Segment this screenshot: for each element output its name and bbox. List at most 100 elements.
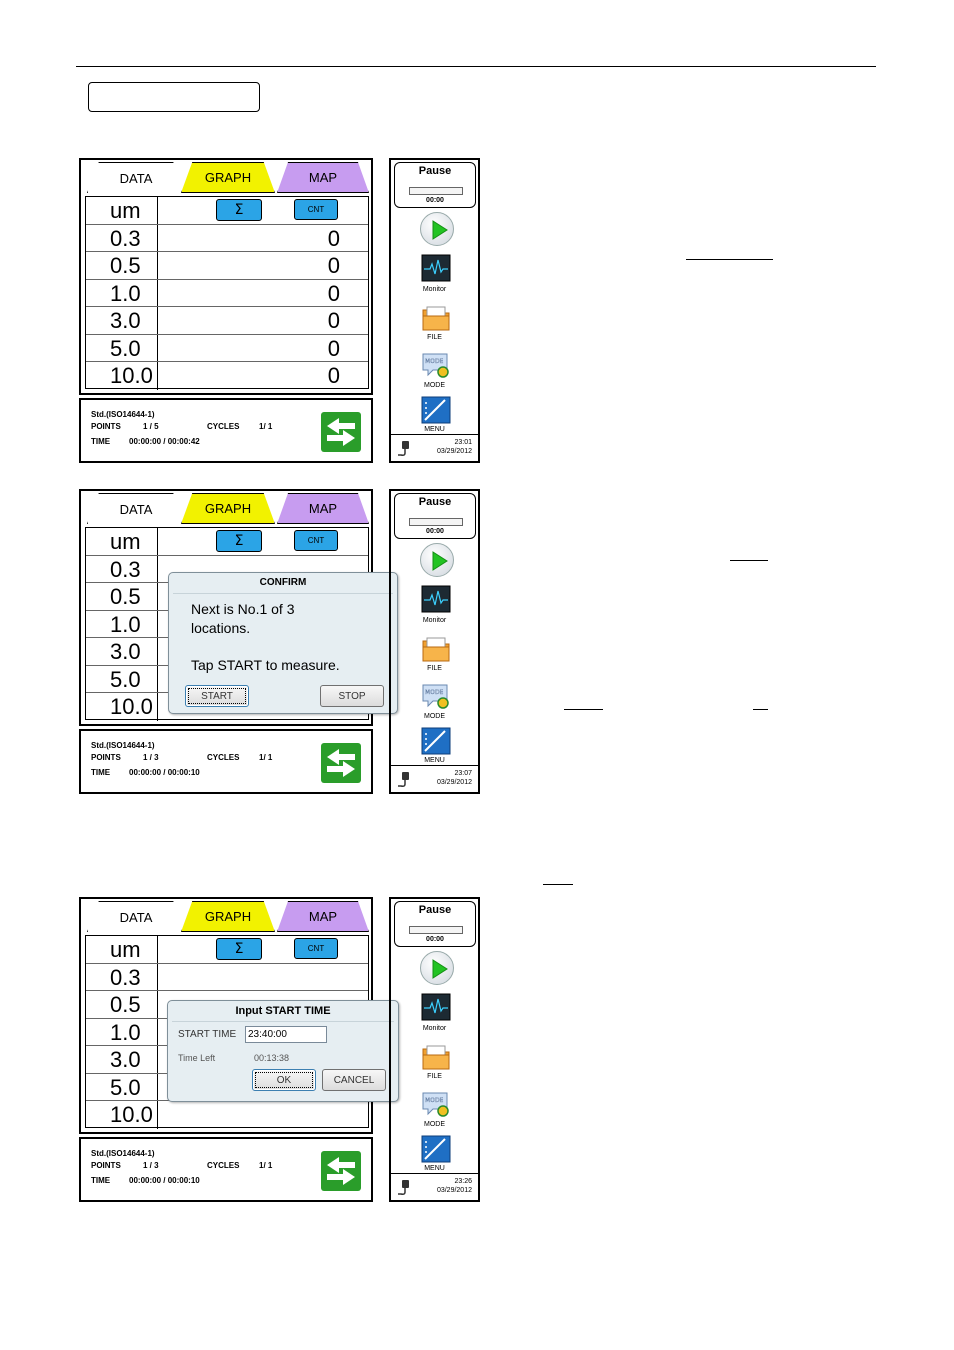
clock: 23:26 03/29/2012: [437, 1177, 472, 1195]
sigma-button[interactable]: Σ: [216, 199, 262, 221]
clock-date: 03/29/2012: [436, 448, 472, 455]
tab-bar: DATA GRAPH MAP: [79, 897, 373, 932]
side-toolbar-2: Pause 00:00 Monitor FILE MODE MODE MENU …: [389, 489, 480, 794]
dialog-message-line: Next is No.1 of 3: [191, 601, 295, 617]
pause-progress-bar: [409, 187, 463, 195]
cnt-button[interactable]: CNT: [294, 199, 338, 220]
ok-button[interactable]: OK: [252, 1069, 316, 1091]
count-cell: 0: [327, 253, 340, 278]
points-label: POINTS: [91, 753, 121, 762]
play-icon: [432, 959, 448, 979]
tab-data-label: DATA: [119, 170, 153, 186]
clock: 23:07 03/29/2012: [437, 769, 472, 787]
dialog-divider: [173, 593, 393, 594]
size-cell: 3.0: [86, 638, 158, 665]
side-toolbar-1: Pause 00:00 Monitor FILE MODE MODE MENU …: [389, 158, 480, 463]
play-icon: [432, 220, 448, 240]
tab-map[interactable]: MAP: [277, 162, 369, 193]
count-cell: 0: [327, 280, 340, 306]
size-cell: 5.0: [86, 665, 158, 692]
mode-label: MODE: [424, 382, 445, 389]
play-button[interactable]: [420, 951, 454, 985]
stop-button[interactable]: STOP: [320, 685, 384, 707]
start-time-label: START TIME: [178, 1029, 237, 1040]
start-time-input[interactable]: [245, 1026, 327, 1043]
status-footer: 23:26 03/29/2012: [391, 1173, 478, 1200]
size-unit-label: um: [86, 936, 158, 963]
measurement-info-panel: Std.(ISO14644-1) POINTS 1 / 3 CYCLES 1/ …: [79, 1137, 373, 1202]
folder-icon: [422, 306, 450, 331]
size-cell: 0.3: [86, 224, 158, 251]
menu-label: MENU: [424, 426, 445, 433]
size-cell: 0.5: [86, 991, 158, 1018]
mode-icon: MODE: [422, 1092, 449, 1117]
mode-label: MODE: [424, 713, 445, 720]
tab-graph-label: GRAPH: [204, 170, 252, 185]
tab-data[interactable]: DATA: [87, 901, 185, 932]
clock-date: 03/29/2012: [436, 1187, 472, 1194]
tab-map-label: MAP: [308, 501, 338, 516]
table-row: 10.0: [86, 1101, 368, 1129]
measurement-info-panel: Std.(ISO14644-1) POINTS 1 / 3 CYCLES 1/ …: [79, 729, 373, 794]
tab-data[interactable]: DATA: [87, 162, 185, 193]
start-time-dialog: Input START TIME START TIME Time Left 00…: [167, 1000, 399, 1102]
tab-graph[interactable]: GRAPH: [181, 162, 275, 193]
tab-graph[interactable]: GRAPH: [181, 493, 275, 524]
svg-text:MODE: MODE: [425, 358, 444, 365]
pause-progress-bar: [409, 518, 463, 526]
points-label: POINTS: [91, 1161, 121, 1170]
table-row: 10.0: [86, 693, 368, 721]
pause-label: Pause: [418, 904, 452, 916]
swap-arrows-button[interactable]: [321, 1151, 361, 1191]
clock-date: 03/29/2012: [436, 779, 472, 786]
size-cell: 10.0: [86, 1101, 158, 1129]
monitor-label: Monitor: [422, 1025, 447, 1032]
measurement-info-panel: Std.(ISO14644-1) POINTS 1 / 5 CYCLES 1/ …: [79, 398, 373, 463]
size-unit-label: um: [86, 528, 158, 555]
sigma-button[interactable]: Σ: [216, 938, 262, 960]
cnt-button[interactable]: CNT: [294, 530, 338, 551]
power-plug-icon: [398, 441, 409, 456]
time-label: TIME: [91, 768, 111, 777]
swap-arrows-button[interactable]: [321, 743, 361, 783]
swap-arrows-icon: [327, 749, 355, 777]
side-toolbar-3: Pause 00:00 Monitor FILE MODE MODE MENU …: [389, 897, 480, 1202]
dialog-message-line: Tap START to measure.: [191, 657, 340, 673]
swap-arrows-button[interactable]: [321, 412, 361, 452]
pause-time: 00:00: [426, 197, 444, 204]
size-cell: 10.0: [86, 362, 158, 390]
cnt-button[interactable]: CNT: [294, 938, 338, 959]
play-icon: [432, 551, 448, 571]
pause-button[interactable]: Pause 00:00: [394, 901, 476, 947]
tab-map[interactable]: MAP: [277, 901, 369, 932]
status-footer: 23:07 03/29/2012: [391, 765, 478, 792]
count-cell: 0: [327, 308, 340, 333]
dialog-message-line: locations.: [191, 620, 251, 636]
pause-label: Pause: [418, 165, 452, 177]
time-value: 00:00:00 / 00:00:10: [129, 1176, 200, 1185]
mode-icon: MODE: [422, 684, 449, 709]
cycles-label: CYCLES: [207, 422, 240, 431]
svg-text:MODE: MODE: [425, 1097, 444, 1104]
count-cell: 0: [327, 225, 340, 251]
pause-button[interactable]: Pause 00:00: [394, 493, 476, 539]
tab-graph[interactable]: GRAPH: [181, 901, 275, 932]
tab-data[interactable]: DATA: [87, 493, 185, 524]
tab-map-label: MAP: [308, 170, 338, 185]
size-cell: 1.0: [86, 610, 158, 637]
pause-button[interactable]: Pause 00:00: [394, 162, 476, 208]
sigma-button[interactable]: Σ: [216, 530, 262, 552]
table-row: 0.3: [86, 963, 368, 991]
monitor-icon: [421, 993, 451, 1021]
size-cell: 0.3: [86, 555, 158, 582]
cancel-button[interactable]: CANCEL: [322, 1069, 386, 1091]
play-button[interactable]: [420, 543, 454, 577]
time-left-label: Time Left: [178, 1053, 216, 1063]
play-button[interactable]: [420, 212, 454, 246]
tab-map[interactable]: MAP: [277, 493, 369, 524]
start-button[interactable]: START: [185, 685, 249, 707]
